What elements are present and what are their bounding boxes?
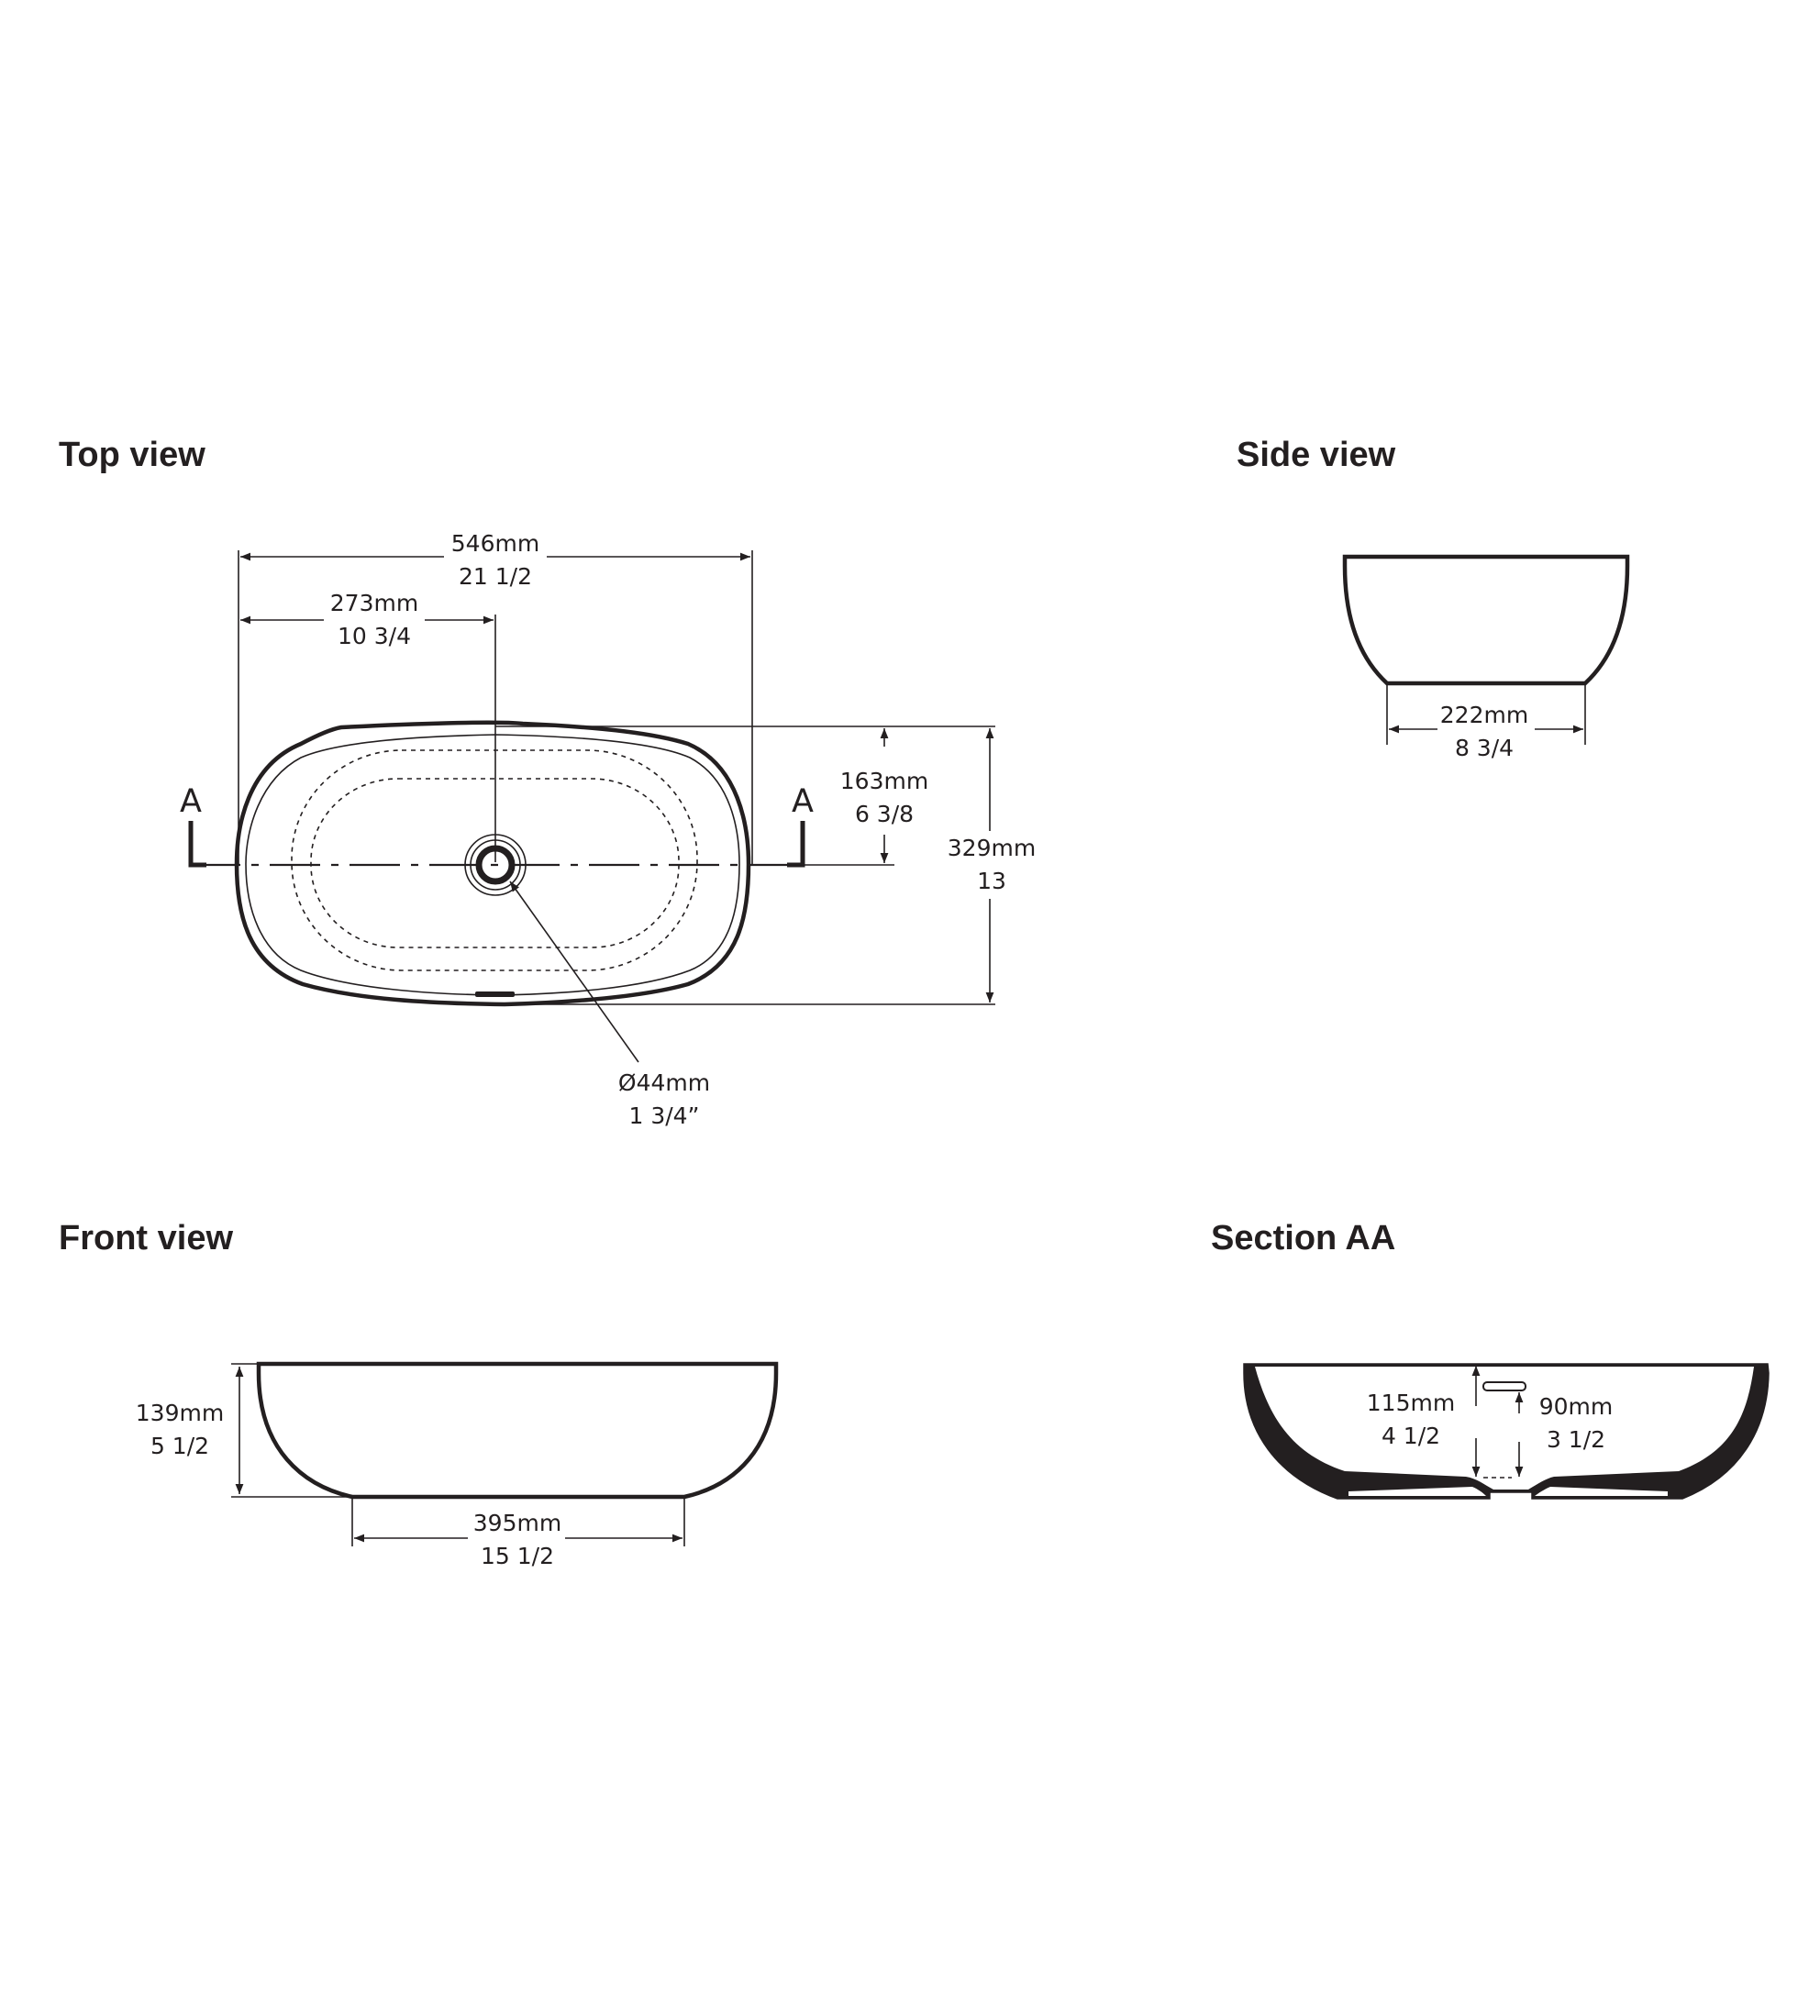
top-view-heading: Top view [59, 436, 205, 474]
half-depth-mm: 163mm [840, 768, 928, 794]
side-base-width-mm: 222mm [1440, 702, 1528, 728]
section-marker-right-bracket [787, 821, 805, 868]
front-base-width-inch: 15 1/2 [481, 1543, 554, 1569]
front-height-inch: 5 1/2 [150, 1433, 209, 1459]
section-marker-right-label: A [792, 783, 814, 820]
overflow-element [1482, 1381, 1526, 1391]
section-marker-left-label: A [180, 783, 202, 820]
overflow-slot [475, 991, 515, 997]
front-view-outline [256, 1361, 779, 1500]
depth-inch: 13 [977, 868, 1006, 894]
section-overflow-mm: 90mm [1539, 1393, 1614, 1420]
width-mm: 546mm [451, 530, 539, 557]
basin-dashed-contour-outer [291, 749, 698, 971]
section-overflow-inch: 3 1/2 [1547, 1426, 1605, 1453]
section-base-gap-left [1348, 1487, 1486, 1496]
side-base-width-inch: 8 3/4 [1455, 735, 1514, 761]
side-view-outline [1342, 554, 1630, 686]
drain-leader [509, 881, 639, 1063]
section-depth-mm: 115mm [1367, 1390, 1455, 1416]
width-inch: 21 1/2 [459, 563, 532, 590]
section-aa-drawing: 115mm 4 1/2 90mm 3 1/2 [1243, 1363, 1770, 1500]
front-view-heading: Front view [59, 1219, 234, 1257]
section-interior [1255, 1367, 1754, 1490]
top-view-drawing: A A 546mm 21 1/2 273mm 10 3/4 163mm 6 3/… [180, 530, 1036, 1129]
side-view-drawing: 222mm 8 3/4 [1342, 554, 1630, 761]
section-aa-heading: Section AA [1211, 1219, 1396, 1257]
drain-inch: 1 3/4” [628, 1102, 699, 1129]
section-depth-inch: 4 1/2 [1382, 1423, 1440, 1449]
section-marker-left-bracket [188, 821, 206, 868]
depth-mm: 329mm [948, 835, 1036, 861]
half-width-mm: 273mm [330, 590, 418, 616]
front-base-width-mm: 395mm [473, 1510, 561, 1536]
section-base-gap-right [1535, 1487, 1668, 1496]
basin-outer-outline [234, 720, 751, 1007]
front-height-mm: 139mm [136, 1400, 224, 1426]
drain-mm: Ø44mm [618, 1069, 710, 1096]
side-view-heading: Side view [1237, 436, 1396, 474]
basin-dashed-contour-inner [310, 778, 680, 948]
front-view-drawing: 139mm 5 1/2 395mm 15 1/2 [136, 1361, 779, 1569]
half-width-inch: 10 3/4 [338, 623, 411, 649]
half-depth-inch: 6 3/8 [855, 801, 914, 827]
